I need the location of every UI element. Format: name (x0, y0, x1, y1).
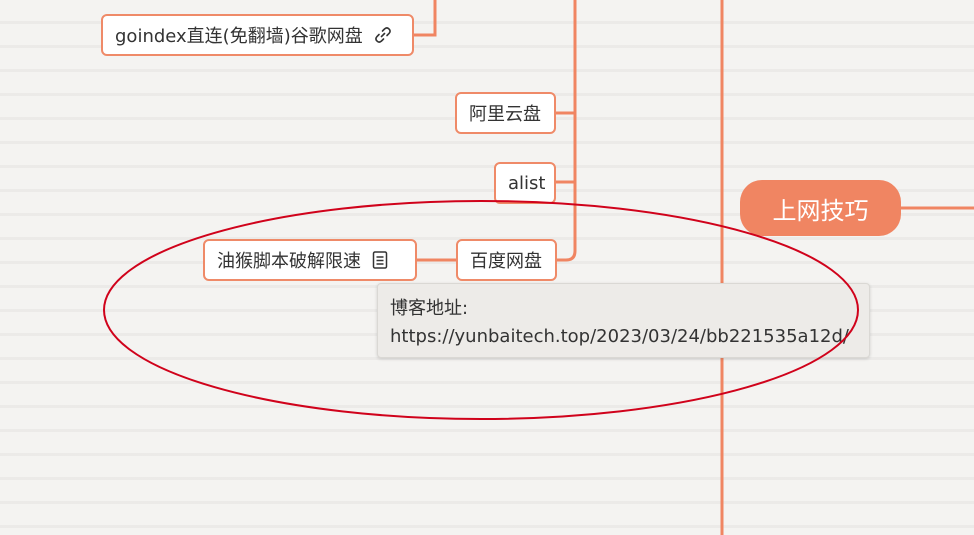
node-baidu-label: 百度网盘 (470, 251, 542, 272)
node-alist-label: alist (508, 172, 546, 194)
connector-goindex (414, 0, 437, 37)
node-youhou[interactable]: 油猴脚本破解限速 (203, 239, 417, 281)
node-goindex-label: goindex直连(免翻墙)谷歌网盘 (115, 26, 363, 47)
note-icon[interactable] (371, 250, 389, 270)
main-topic-label: 上网技巧 (772, 196, 869, 225)
main-topic-node[interactable]: 上网技巧 (740, 180, 901, 236)
node-goindex[interactable]: goindex直连(免翻墙)谷歌网盘 (101, 14, 414, 56)
link-icon[interactable] (373, 25, 393, 45)
node-youhou-label: 油猴脚本破解限速 (217, 251, 361, 272)
node-aliyun[interactable]: 阿里云盘 (455, 92, 556, 134)
node-aliyun-label: 阿里云盘 (469, 104, 541, 125)
tooltip-label: 博客地址: (390, 298, 469, 319)
tooltip-url[interactable]: https://yunbaitech.top/2023/03/24/bb2215… (390, 326, 849, 347)
note-tooltip: 博客地址: https://yunbaitech.top/2023/03/24/… (377, 283, 870, 358)
node-baidu[interactable]: 百度网盘 (456, 239, 557, 281)
connector-trunk (557, 0, 577, 262)
node-alist[interactable]: alist (494, 162, 556, 204)
